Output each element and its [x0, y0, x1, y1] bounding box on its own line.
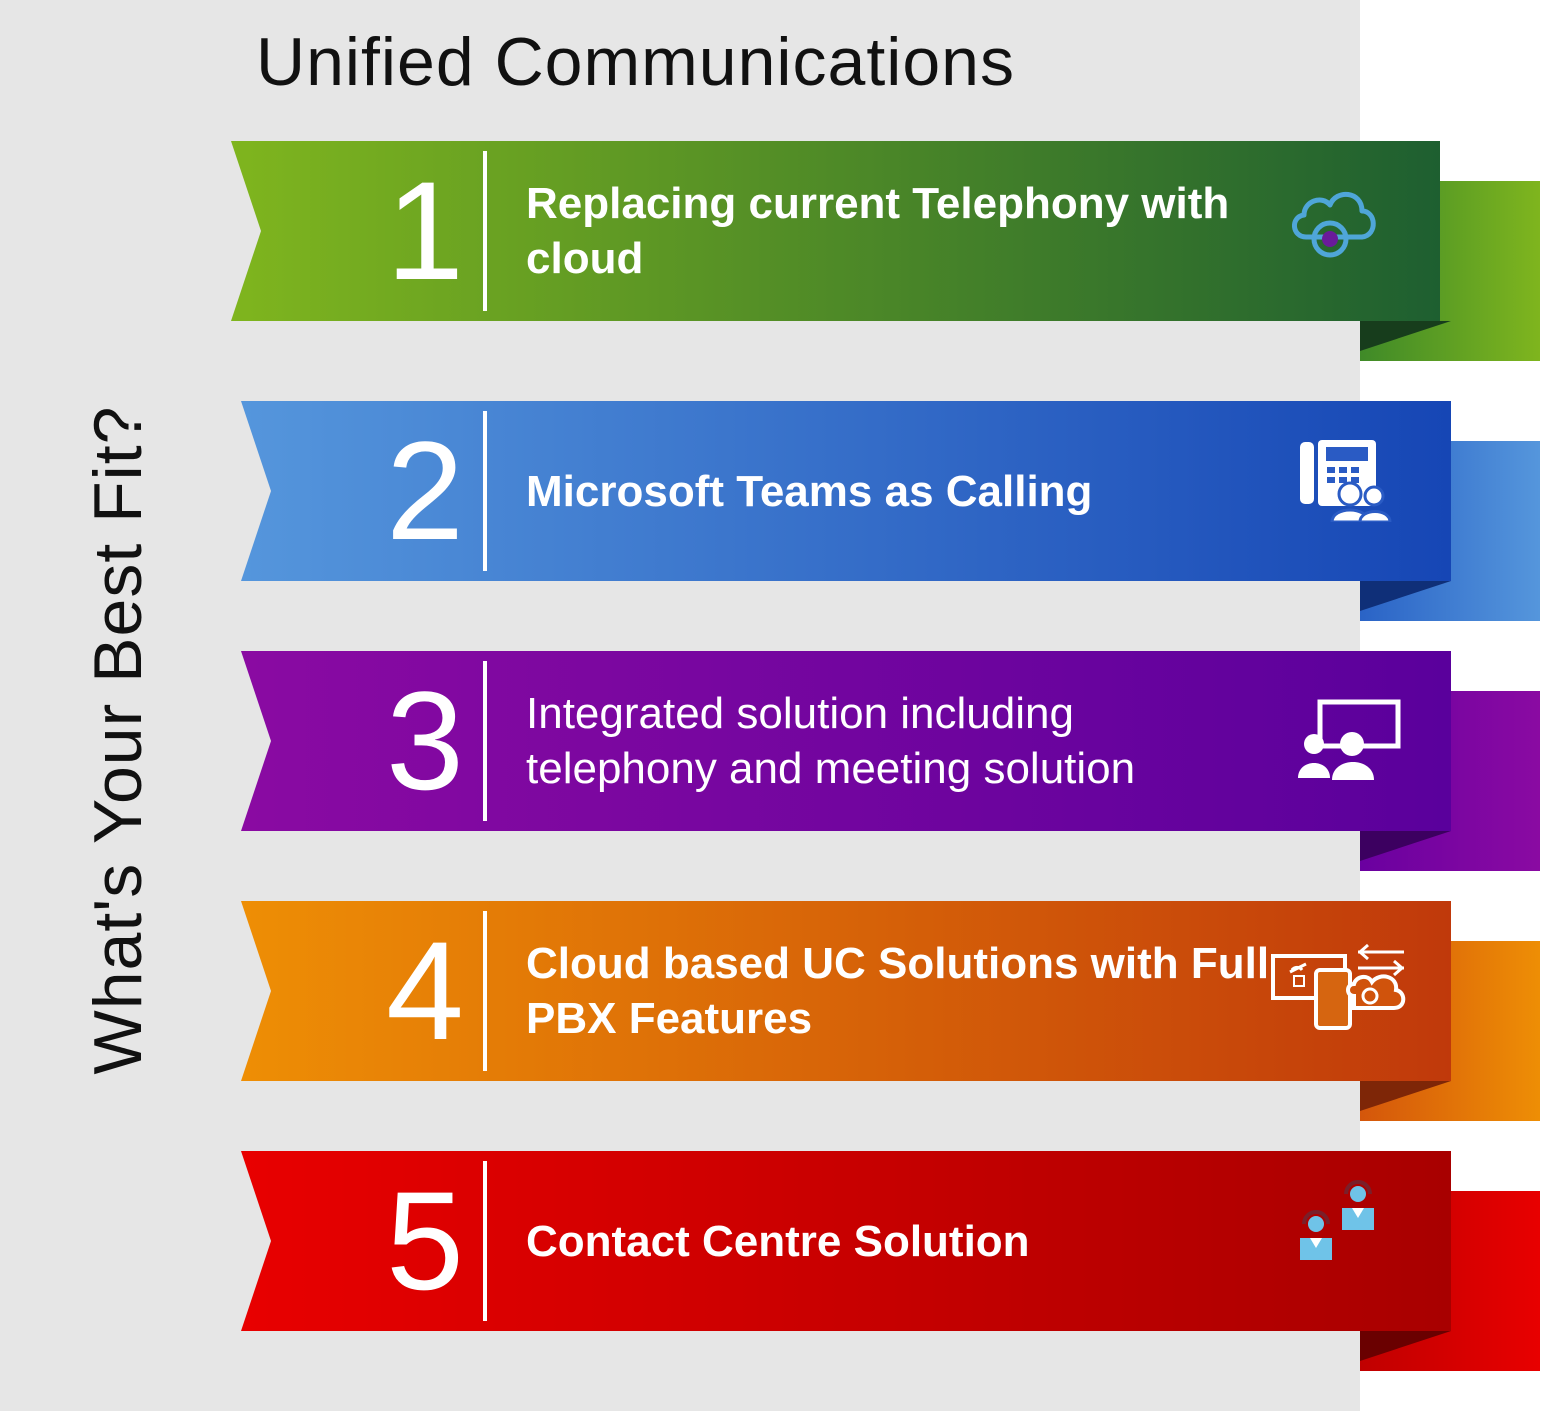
ribbon-fold-4 [1360, 1081, 1451, 1111]
ribbon-fold-3 [1360, 831, 1451, 861]
option-number-2: 2 [386, 412, 464, 569]
divider-1 [483, 151, 487, 311]
option-ribbon-2 [241, 401, 1451, 581]
side-title: What's Your Best Fit? [80, 405, 156, 1075]
divider-5 [483, 1161, 487, 1321]
desk-phone-users-icon [1298, 438, 1392, 522]
devices-cloud-sync-icon [1270, 940, 1412, 1036]
cloud-telephony-icon [1286, 185, 1380, 265]
option-label-2: Microsoft Teams as Calling [526, 466, 1093, 516]
divider-2 [483, 411, 487, 571]
ribbon-fold-5 [1360, 1331, 1451, 1361]
option-ribbon-3 [241, 651, 1451, 831]
option-label-3: Integrated solution including telephony … [526, 689, 1136, 793]
contact-centre-agents-icon [1296, 1178, 1376, 1262]
page-title: Unified Communications [256, 24, 1015, 100]
option-label-1: Replacing current Telephony with cloud [526, 179, 1230, 283]
option-ribbon-1 [231, 141, 1440, 321]
option-number-1: 1 [386, 152, 464, 309]
option-ribbon-5 [241, 1151, 1451, 1331]
option-number-4: 4 [386, 912, 464, 1069]
meeting-presentation-icon [1298, 698, 1402, 782]
option-label-5: Contact Centre Solution [526, 1216, 1030, 1266]
ribbon-fold-2 [1360, 581, 1451, 611]
divider-4 [483, 911, 487, 1071]
option-number-5: 5 [386, 1162, 464, 1319]
option-ribbon-4 [241, 901, 1451, 1081]
divider-3 [483, 661, 487, 821]
option-number-3: 3 [386, 662, 464, 819]
ribbon-fold-1 [1360, 321, 1451, 351]
option-label-4: Cloud based UC Solutions with Full PBX F… [526, 939, 1270, 1043]
